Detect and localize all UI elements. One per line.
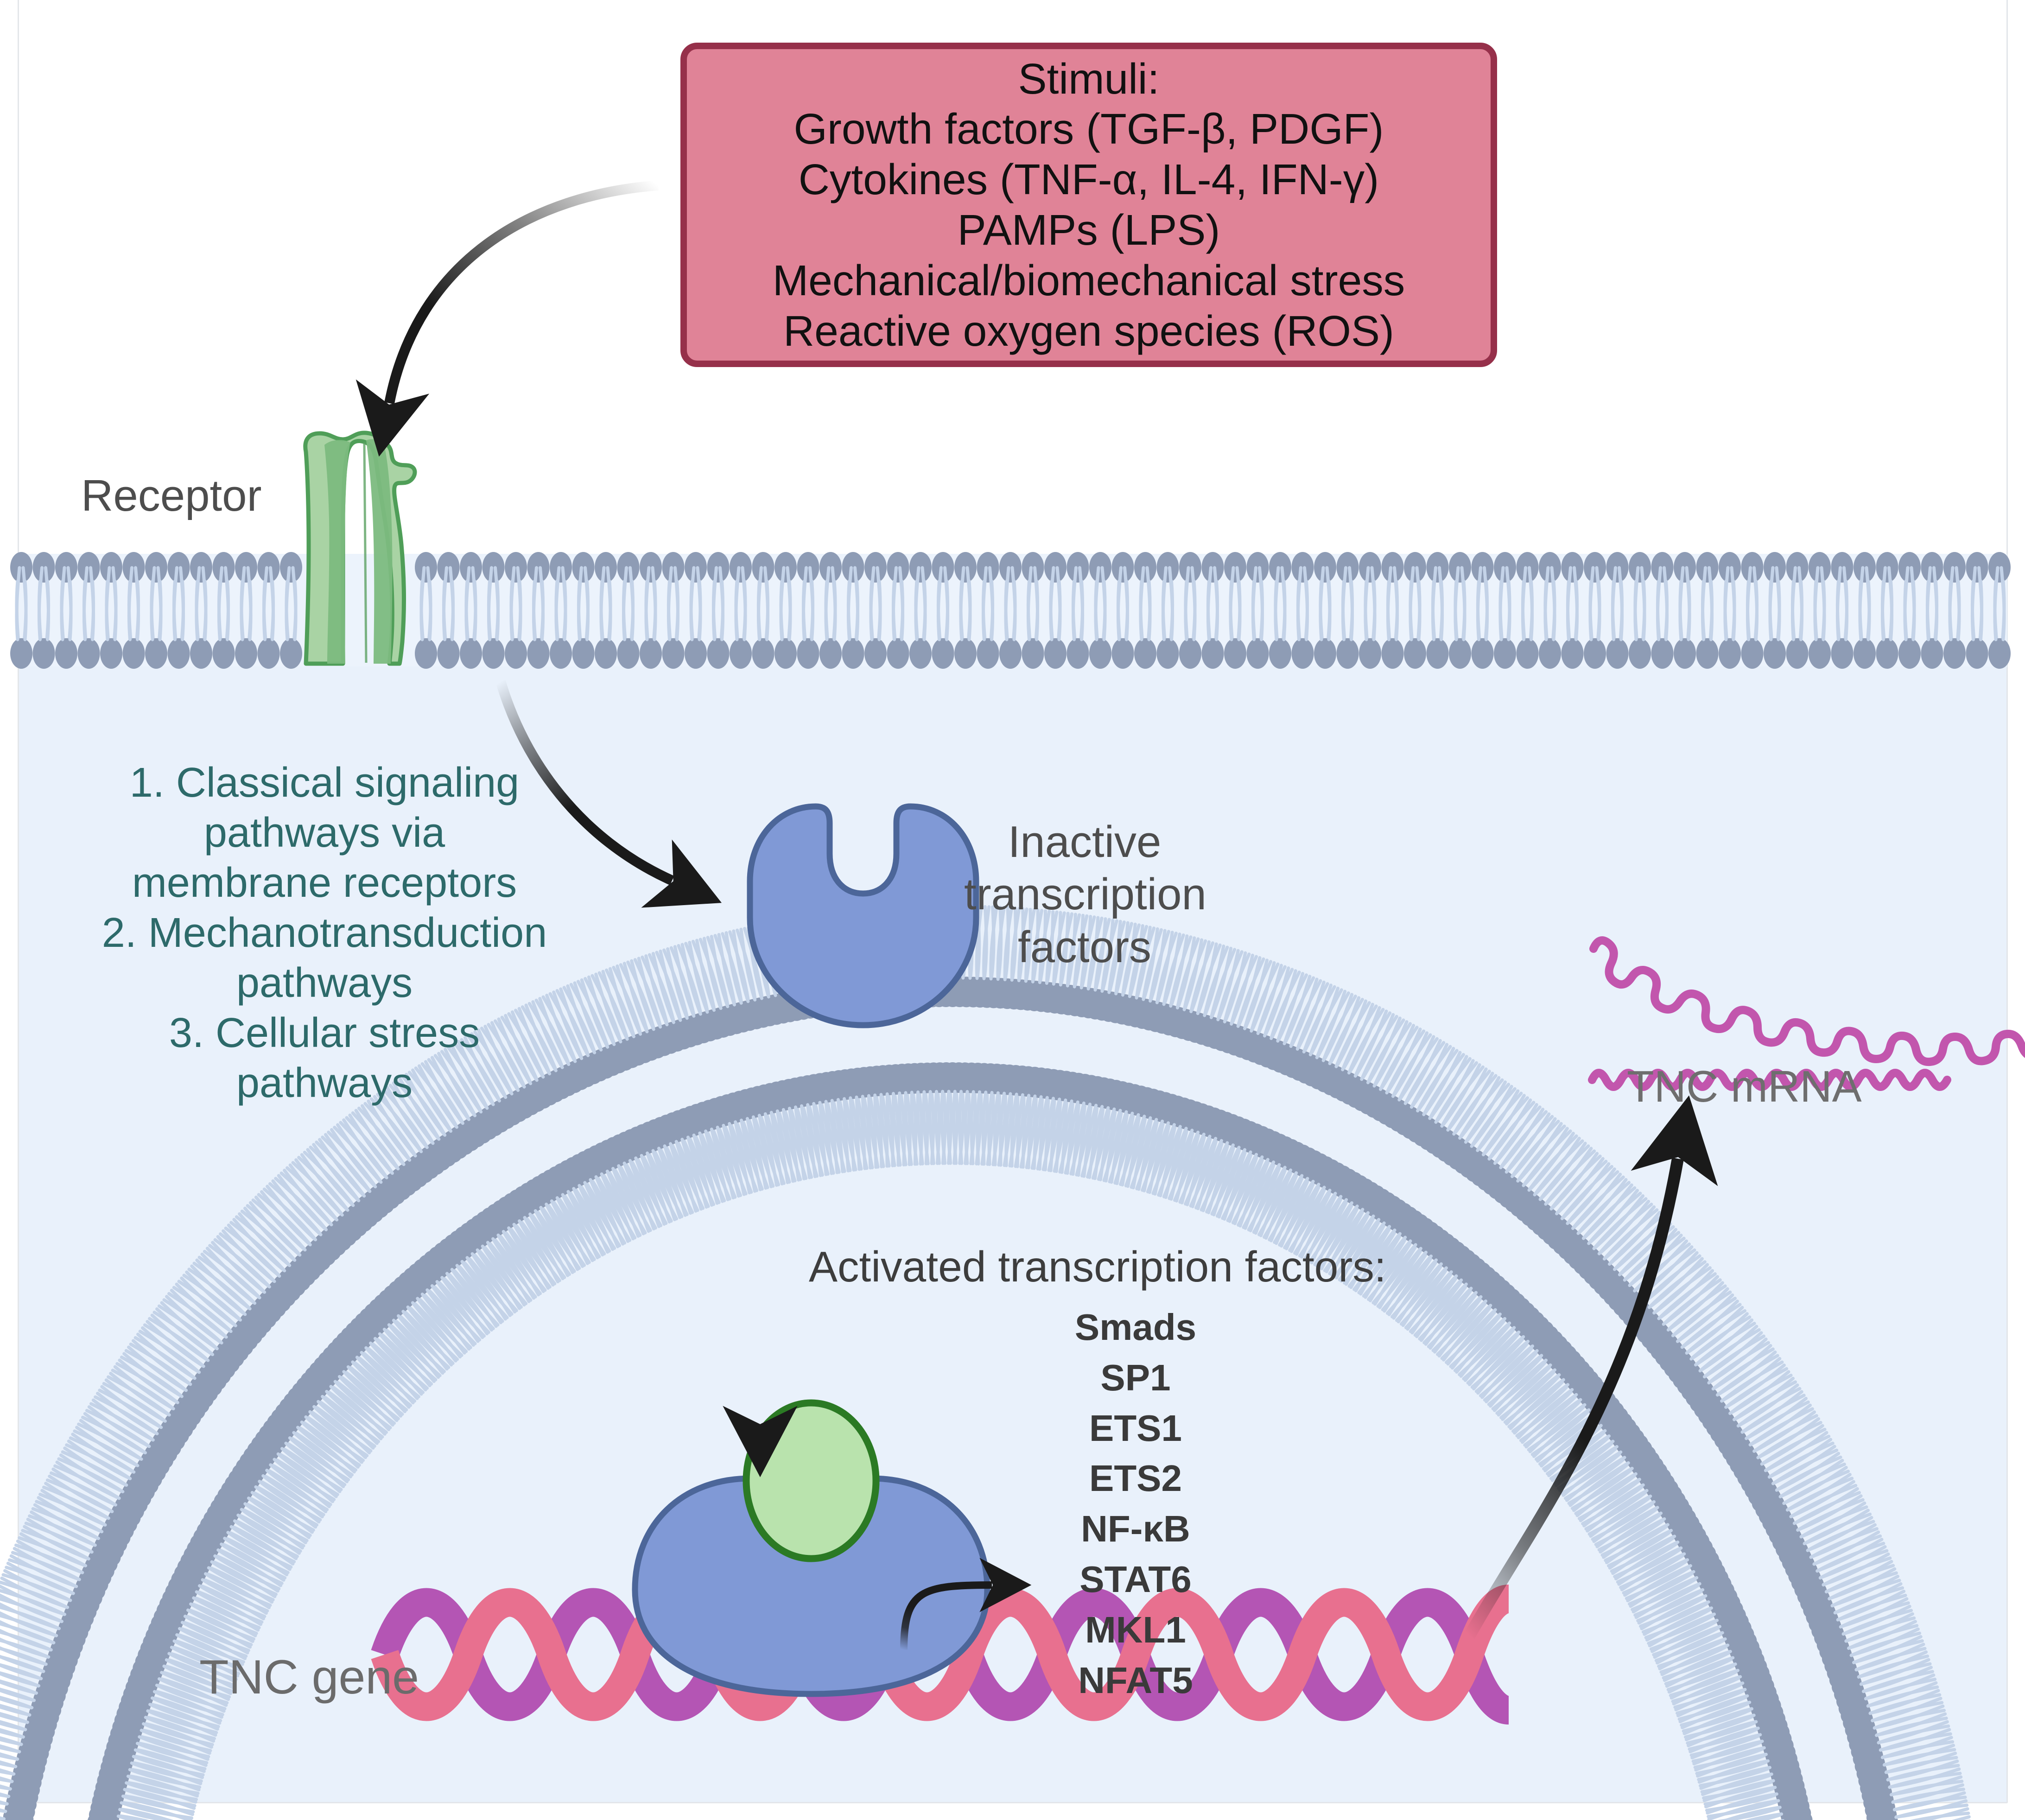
canvas-border-bottom bbox=[18, 1802, 2007, 1803]
stimuli-line-2: Cytokines (TNF-α, IL-4, IFN-γ) bbox=[798, 155, 1379, 204]
stimuli-line-0: Stimuli: bbox=[1018, 54, 1160, 103]
tf-item-2: ETS1 bbox=[1089, 1407, 1182, 1449]
stimuli-line-5: Reactive oxygen species (ROS) bbox=[783, 306, 1395, 355]
stimuli-line-1: Growth factors (TGF-β, PDGF) bbox=[793, 105, 1384, 153]
inactive-tf-label-line-3: factors bbox=[1017, 922, 1152, 972]
arrow-receptor-to-inactive-tf bbox=[495, 679, 722, 908]
canvas-border-right bbox=[2006, 0, 2008, 1803]
tnc-mrna-label: TNC mRNA bbox=[1627, 1062, 1862, 1111]
pathway-line-1: pathways via bbox=[203, 810, 445, 856]
activated-transcription-factor-complex[interactable] bbox=[632, 1399, 990, 1697]
tf-item-7: NFAT5 bbox=[1078, 1659, 1193, 1701]
inactive-tf-label-line-1: Inactive bbox=[1008, 817, 1162, 867]
pathway-line-0: 1. Classical signaling bbox=[129, 760, 520, 806]
tf-item-4: NF-κB bbox=[1081, 1508, 1190, 1550]
arrow-dna-to-tf-list bbox=[900, 1558, 1032, 1650]
tf-item-0: Smads bbox=[1074, 1306, 1197, 1348]
pathway-line-2: membrane receptors bbox=[132, 860, 517, 906]
inactive-transcription-factor[interactable] bbox=[747, 803, 979, 1028]
pathway-line-3: 2. Mechanotransduction bbox=[102, 910, 547, 956]
pathway-line-4: pathways bbox=[236, 960, 413, 1006]
inactive-tf-label: Inactive transcription factors bbox=[964, 816, 1206, 973]
canvas-border-left bbox=[18, 0, 19, 1803]
pathway-line-5: 3. Cellular stress pathways bbox=[169, 1010, 480, 1106]
receptor-label: Receptor bbox=[81, 471, 262, 520]
stimuli-box: Stimuli: Growth factors (TGF-β, PDGF) Cy… bbox=[680, 43, 1497, 367]
plasma-membrane bbox=[10, 552, 2011, 669]
tf-item-5: STAT6 bbox=[1079, 1558, 1192, 1600]
stimuli-line-3: PAMPs (LPS) bbox=[957, 206, 1220, 254]
tf-item-6: MKL1 bbox=[1085, 1609, 1186, 1650]
tf-item-1: SP1 bbox=[1100, 1357, 1171, 1398]
stimuli-line-4: Mechanical/biomechanical stress bbox=[772, 256, 1405, 304]
tnc-mrna-strand bbox=[1588, 936, 2025, 1091]
inactive-tf-label-line-2: transcription bbox=[964, 869, 1206, 920]
tnc-gene-label: TNC gene bbox=[199, 1650, 419, 1704]
arrow-stimuli-to-receptor bbox=[355, 180, 659, 457]
arrow-mrna-export bbox=[1464, 1095, 1718, 1639]
tf-item-3: ETS2 bbox=[1089, 1458, 1182, 1499]
activated-tf-heading: Activated transcription factors: bbox=[809, 1243, 1386, 1291]
signaling-pathways-list: 1. Classical signaling pathways via memb… bbox=[97, 758, 552, 1108]
activated-tf-list: Smads SP1 ETS1 ETS2 NF-κB STAT6 MKL1 NFA… bbox=[1038, 1302, 1233, 1706]
